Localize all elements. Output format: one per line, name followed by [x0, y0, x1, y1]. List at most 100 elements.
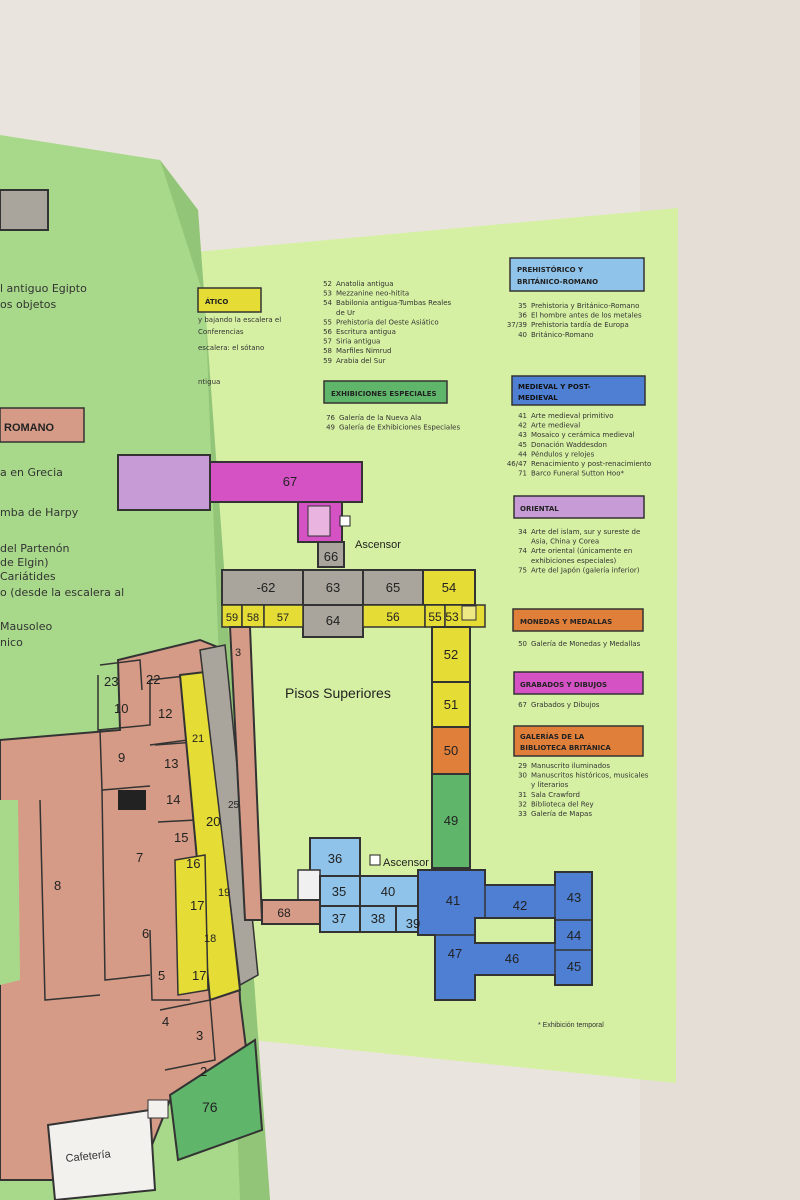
list-item: Prehistoria y Británico-Romano	[531, 302, 639, 310]
left-room-15: 15	[174, 830, 188, 845]
list-number: 37/39	[507, 321, 527, 329]
left-text-4: mba de Harpy	[0, 506, 79, 519]
list-item: Manuscritos históricos, musicales	[531, 772, 649, 780]
stair-icon-53	[461, 605, 477, 621]
list-number: 46/47	[507, 460, 527, 468]
left-text-10: nico	[0, 636, 23, 649]
left-room-20: 20	[206, 814, 220, 829]
left-text-6: de Elgin)	[0, 556, 49, 569]
list-number: 29	[518, 762, 527, 770]
left-courtyard	[0, 800, 20, 985]
list-item: Asia, China y Corea	[531, 538, 599, 546]
room-outline-6	[149, 929, 190, 1001]
lilac-block	[117, 454, 211, 511]
list-number: 32	[518, 800, 527, 808]
room-66	[317, 541, 345, 568]
left-room-17b: 17	[192, 968, 206, 983]
list-number: 44	[518, 450, 527, 458]
label-58: 58	[247, 612, 259, 624]
list-number: 33	[518, 810, 527, 818]
left-text-7: Cariátides	[0, 570, 56, 583]
left-room-19: 19	[218, 887, 230, 899]
list-number: 58	[323, 347, 332, 355]
list-number: 74	[518, 547, 527, 555]
room-68	[261, 899, 321, 925]
list-number: 55	[323, 318, 332, 326]
list-item: de Ur	[336, 309, 355, 317]
left-room-10: 10	[114, 701, 128, 716]
list-item: Biblioteca del Rey	[531, 800, 594, 808]
room-57	[263, 604, 304, 628]
header-prehistorico-2: BRITÁNICO-ROMANO	[517, 277, 598, 286]
left-room-23: 23	[104, 674, 118, 689]
label-3: 3	[235, 647, 241, 659]
label-53: 53	[445, 610, 459, 624]
list-item: Galería de Mapas	[531, 810, 592, 818]
room-54	[422, 569, 476, 606]
note-3: escalera: el sótano	[198, 344, 264, 352]
left-wing-salmon	[0, 638, 252, 1181]
header-biblioteca-2: BIBLIOTECA BRITÁNICA	[520, 743, 611, 752]
header-prehistorico-box	[509, 257, 645, 292]
left-room-16: 16	[186, 856, 200, 871]
label-66: 66	[324, 549, 338, 564]
room-outline-3	[159, 999, 216, 1071]
left-room-2: 2	[200, 1064, 207, 1079]
stair-block	[118, 790, 146, 810]
list-number: 57	[323, 338, 332, 346]
list-item: Arte del islam, sur y sureste de	[531, 528, 640, 536]
label-41: 41	[446, 893, 460, 908]
left-room-8: 8	[54, 878, 61, 893]
room-3-marker	[233, 640, 245, 660]
header-medieval-1: MEDIEVAL Y POST-	[518, 383, 591, 391]
list-number: 45	[518, 441, 527, 449]
label-59: 59	[226, 612, 238, 624]
label-36: 36	[328, 851, 342, 866]
list-item: Arte medieval primitivo	[531, 412, 614, 420]
left-room-21: 21	[192, 733, 204, 745]
room-outline-23-22	[99, 659, 143, 691]
header-biblioteca-box	[513, 725, 644, 757]
list-item: Anatolia antigua	[336, 280, 394, 288]
label-44: 44	[567, 928, 581, 943]
list-number: 75	[518, 566, 527, 574]
romano-header-text: ROMANO	[4, 422, 55, 434]
label-43: 43	[567, 890, 581, 905]
label-46: 46	[505, 951, 519, 966]
restroom-icon	[147, 1099, 169, 1119]
room-outline-7	[101, 789, 151, 981]
list-number: 71	[518, 470, 527, 478]
list-number: 52	[323, 280, 332, 288]
cafeteria-block	[46, 1108, 157, 1200]
left-text-1: l antiguo Egipto	[0, 282, 87, 295]
left-text-3: a en Grecia	[0, 466, 63, 479]
label-56: 56	[386, 610, 400, 624]
list-item: Arte medieval	[531, 422, 580, 430]
list-item: Mezzanine neo-hitita	[336, 290, 409, 298]
list-number: 53	[323, 290, 332, 298]
list-item: Marfiles Nimrud	[336, 347, 392, 355]
room-67	[209, 461, 363, 503]
list-item: Arabia del Sur	[336, 357, 386, 365]
left-room-76: 76	[202, 1099, 218, 1115]
header-exhibiciones-box	[323, 380, 448, 404]
list-item: Británico-Romano	[531, 331, 594, 339]
list-number: 50	[518, 640, 527, 648]
label-65: 65	[386, 580, 400, 595]
label-49: 49	[444, 813, 458, 828]
list-item: Barco Funeral Sutton Hoo*	[531, 470, 624, 478]
room-62	[221, 569, 313, 606]
left-room-25: 25	[228, 800, 240, 811]
left-room-6: 6	[142, 926, 149, 941]
label-57: 57	[277, 612, 289, 624]
label-35: 35	[332, 884, 346, 899]
list-item: Grabados y Dibujos	[531, 701, 600, 709]
left-room-22: 22	[146, 672, 160, 687]
list-item: Mosaico y cerámica medieval	[531, 431, 635, 439]
elevator-label-top: Ascensor	[355, 539, 401, 551]
label-45: 45	[567, 959, 581, 974]
label-63: 63	[326, 580, 340, 595]
list-item: Prehistoria tardía de Europa	[531, 321, 629, 329]
list-item: Renacimiento y post-renacimiento	[531, 460, 651, 468]
